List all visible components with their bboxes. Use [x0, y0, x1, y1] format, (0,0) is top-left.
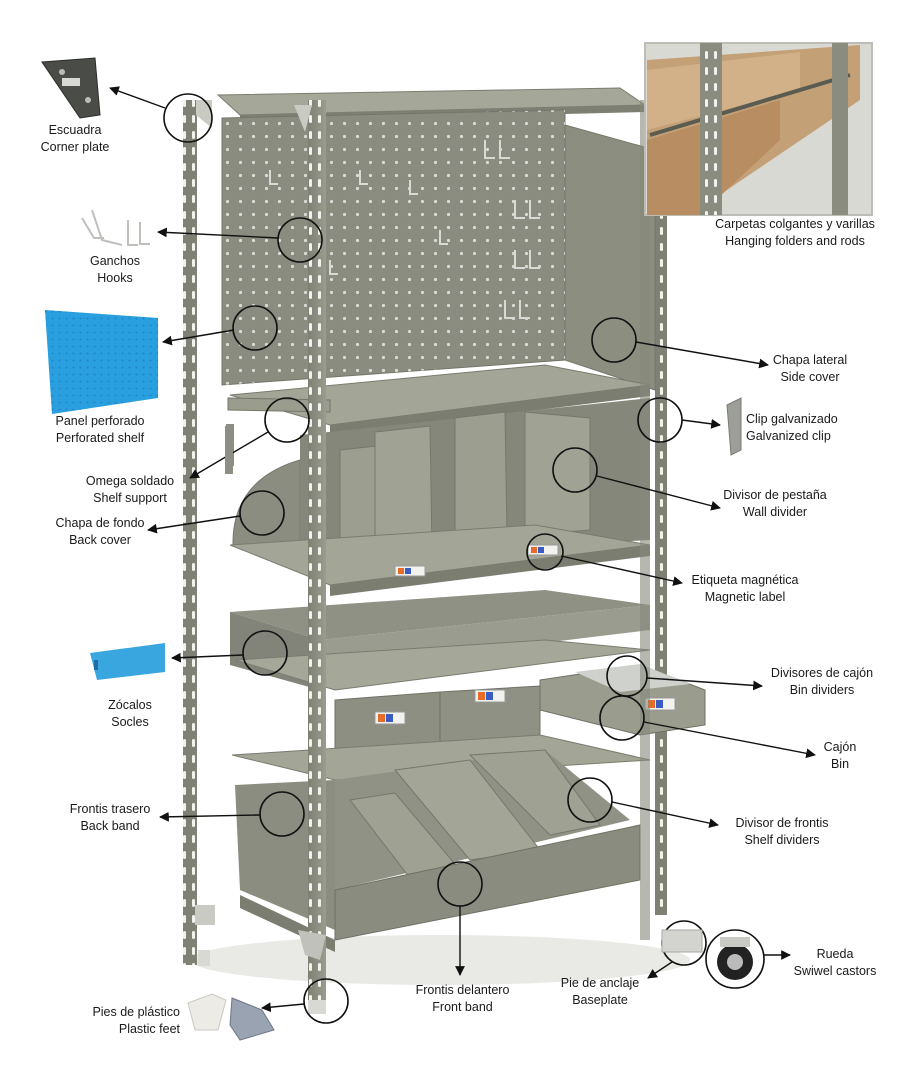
back-cover-panel: [232, 459, 301, 546]
label-es: Rueda: [816, 947, 854, 961]
label-es: Zócalos: [108, 698, 152, 712]
hooks-icon: [81, 209, 150, 246]
label-hanging-folders: Carpetas colgantes y varillas Hanging fo…: [695, 216, 895, 250]
label-es: Frontis delantero: [415, 983, 510, 997]
label-castors: Rueda Swiwel castors: [780, 946, 890, 980]
label-shelf-support: Omega soldado Shelf support: [70, 473, 190, 507]
label-magnetic-label: Etiqueta magnética Magnetic label: [670, 572, 820, 606]
leader-arrows: [109, 86, 816, 1013]
label-en: Hanging folders and rods: [725, 234, 865, 248]
label-en: Socles: [111, 715, 149, 729]
blue-perforated-panel-icon: [45, 310, 158, 414]
label-baseplate: Pie de anclaje Baseplate: [545, 975, 655, 1009]
label-en: Shelf support: [93, 491, 167, 505]
label-en: Back band: [80, 819, 140, 833]
panel-hooks: [269, 140, 540, 319]
front-right-upright: [640, 100, 650, 940]
label-es: Panel perforado: [55, 414, 145, 428]
label-es: Chapa de fondo: [55, 516, 145, 530]
baseplate-icon: [661, 929, 703, 953]
label-en: Front band: [432, 1000, 493, 1014]
label-es: Cajón: [823, 740, 857, 754]
label-en: Shelf dividers: [744, 833, 820, 847]
label-hooks: Ganchos Hooks: [75, 253, 155, 287]
label-en: Back cover: [69, 533, 131, 547]
label-en: Baseplate: [572, 993, 628, 1007]
label-es: Divisor de pestaña: [723, 488, 827, 502]
bottom-bay: [231, 734, 651, 952]
label-es: Pies de plástico: [92, 1005, 180, 1019]
corner-plate-icon: [41, 57, 101, 119]
label-en: Bin: [830, 757, 850, 771]
label-es: Divisores de cajón: [770, 666, 874, 680]
back-right-upright: [655, 110, 667, 915]
label-bin: Cajón Bin: [805, 739, 875, 773]
label-en: Corner plate: [40, 140, 110, 154]
label-galvanized-clip: Clip galvanizado Galvanized clip: [746, 411, 896, 445]
label-back-cover: Chapa de fondo Back cover: [40, 515, 160, 549]
label-bin-dividers: Divisores de cajón Bin dividers: [752, 665, 892, 699]
label-es: Etiqueta magnética: [691, 573, 799, 587]
label-en: Plastic feet: [118, 1022, 180, 1036]
label-socles: Zócalos Socles: [90, 697, 170, 731]
label-es: Divisor de frontis: [735, 816, 829, 830]
hanging-folders-inset: [644, 42, 873, 216]
label-wall-divider: Divisor de pestaña Wall divider: [700, 487, 850, 521]
bay-wall-dividers: [300, 398, 650, 576]
label-en: Magnetic label: [704, 590, 786, 604]
grey-perforated-panel: [221, 109, 566, 386]
label-back-band: Frontis trasero Back band: [50, 801, 170, 835]
label-es: Omega soldado: [85, 474, 175, 488]
label-perforated-shelf: Panel perforado Perforated shelf: [40, 413, 160, 447]
label-plastic-feet: Pies de plástico Plastic feet: [40, 1004, 180, 1038]
label-es: Escuadra: [48, 123, 102, 137]
bin-row: [334, 664, 706, 753]
label-en: Hooks: [97, 271, 133, 285]
label-es: Pie de anclaje: [560, 976, 640, 990]
label-corner-plate: Escuadra Corner plate: [30, 122, 120, 156]
label-en: Swiwel castors: [793, 964, 877, 978]
blue-socle-icon: [90, 643, 165, 680]
label-es: Clip galvanizado: [746, 412, 838, 426]
plastic-feet-icon: [187, 993, 275, 1041]
label-es: Chapa lateral: [772, 353, 848, 367]
base-hardware: [195, 905, 326, 966]
label-en: Galvanized clip: [746, 429, 831, 443]
galvanized-clip-icon: [726, 397, 742, 456]
front-left-upright: [308, 100, 326, 1014]
corner-plates: [196, 100, 312, 132]
label-es: Ganchos: [89, 254, 141, 268]
castor-icon: [717, 937, 753, 980]
shelf-support-icon: [225, 426, 233, 474]
label-en: Bin dividers: [789, 683, 855, 697]
label-es: Carpetas colgantes y varillas: [715, 217, 875, 231]
magnetic-labels: [394, 544, 559, 577]
label-shelf-dividers: Divisor de frontis Shelf dividers: [712, 815, 852, 849]
label-en: Wall divider: [742, 505, 808, 519]
label-es: Frontis trasero: [69, 802, 151, 816]
back-left-upright: [183, 100, 197, 965]
label-side-cover: Chapa lateral Side cover: [755, 352, 865, 386]
socle-region: [230, 590, 651, 691]
label-en: Perforated shelf: [55, 431, 145, 445]
label-en: Side cover: [780, 370, 840, 384]
label-front-band: Frontis delantero Front band: [400, 982, 525, 1016]
